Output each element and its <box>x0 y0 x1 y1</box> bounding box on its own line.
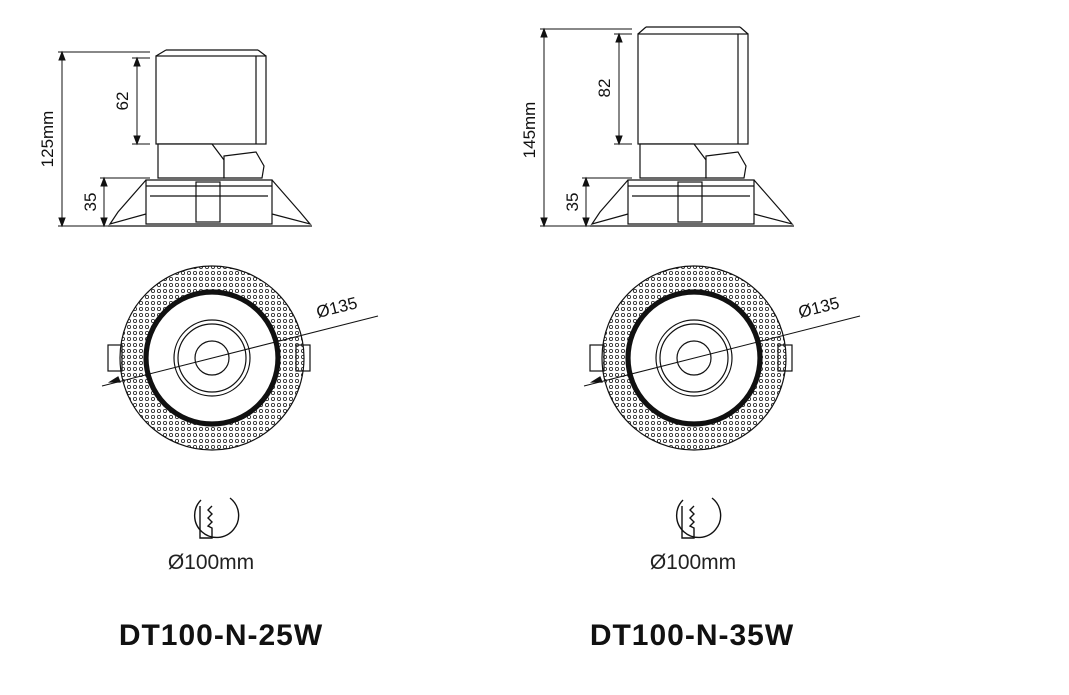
product-drawing-35w: 145mm 82 35 Ø135 <box>520 26 861 539</box>
diameter-label: Ø135 <box>796 293 841 321</box>
model-title: DT100-N-25W <box>118 619 324 652</box>
ceiling-cutout-saw-icon <box>194 497 240 539</box>
dimension-lines <box>58 50 150 228</box>
total-height-label: 125mm <box>38 111 57 168</box>
diameter-label: Ø135 <box>314 293 359 321</box>
front-view <box>583 265 861 451</box>
product-drawing-25w: 125mm 62 35 Ø135 <box>38 49 379 539</box>
product-panel-35w: 145mm 82 35 Ø135 Ø100mm DT100-N-35W <box>482 0 1012 695</box>
body-height-label: 82 <box>595 79 614 98</box>
trim-height-label: 35 <box>81 193 100 212</box>
trim-height-label: 35 <box>563 193 582 212</box>
dimension-lines <box>540 27 632 228</box>
product-panel-25w: 125mm 62 35 Ø135 Ø100mm DT100-N-25W <box>0 0 530 695</box>
front-view <box>101 265 379 451</box>
ceiling-cutout-saw-icon <box>676 497 722 539</box>
body-height-label: 62 <box>113 92 132 111</box>
cutout-diameter-label: Ø100mm <box>649 551 737 574</box>
total-height-label: 145mm <box>520 102 539 159</box>
side-elevation-view <box>108 49 312 227</box>
model-title: DT100-N-35W <box>589 619 795 652</box>
cutout-diameter-label: Ø100mm <box>167 551 255 574</box>
side-elevation-view <box>590 26 794 227</box>
